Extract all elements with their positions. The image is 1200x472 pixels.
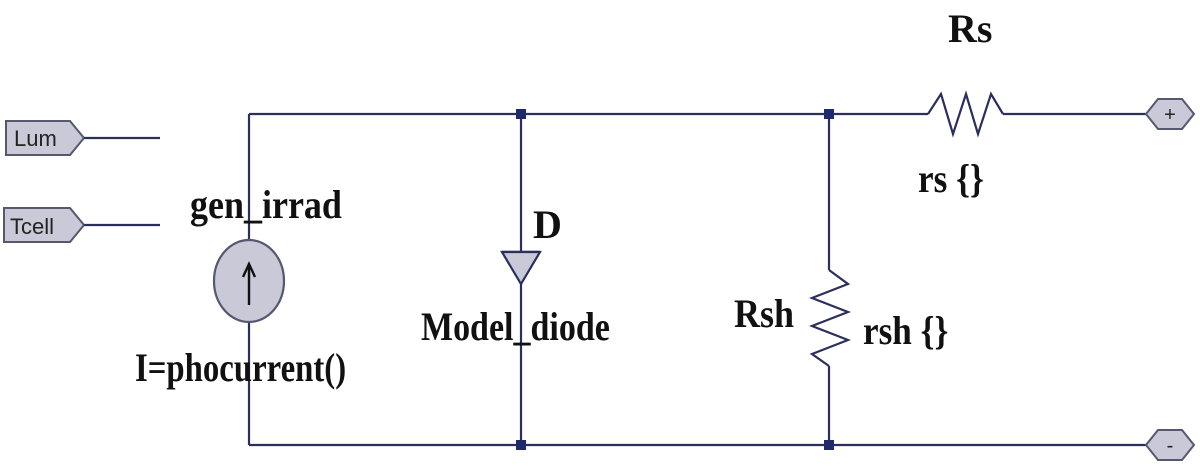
source-name-label: gen_irrad xyxy=(190,183,342,227)
series-value-label: rs {} xyxy=(918,157,984,202)
port-lum[interactable]: Lum xyxy=(5,120,86,156)
arrow-up-icon xyxy=(241,261,257,305)
source-value-label: I=phocurrent() xyxy=(135,345,346,390)
terminal-plus[interactable]: + xyxy=(1144,98,1196,130)
junction-node xyxy=(824,440,834,450)
terminal-plus-label: + xyxy=(1164,104,1176,126)
shunt-resistor-symbol[interactable] xyxy=(808,269,852,367)
diode-model-label: Model_diode xyxy=(421,306,610,350)
current-source-symbol[interactable] xyxy=(212,238,286,324)
junction-node xyxy=(516,440,526,450)
terminal-minus[interactable]: - xyxy=(1144,429,1196,461)
diode-name-label: D xyxy=(533,202,562,247)
port-tcell-label: Tcell xyxy=(10,214,54,239)
junction-node xyxy=(516,109,526,119)
shunt-name-label: Rsh xyxy=(734,292,794,336)
series-resistor-symbol[interactable] xyxy=(927,90,1004,138)
shunt-value-label: rsh {} xyxy=(863,309,948,354)
junction-node xyxy=(824,109,834,119)
diode-symbol[interactable] xyxy=(500,250,542,287)
terminal-minus-label: - xyxy=(1167,435,1174,457)
port-tcell[interactable]: Tcell xyxy=(3,207,86,243)
series-name-label: Rs xyxy=(948,6,992,51)
port-lum-label: Lum xyxy=(14,126,57,151)
